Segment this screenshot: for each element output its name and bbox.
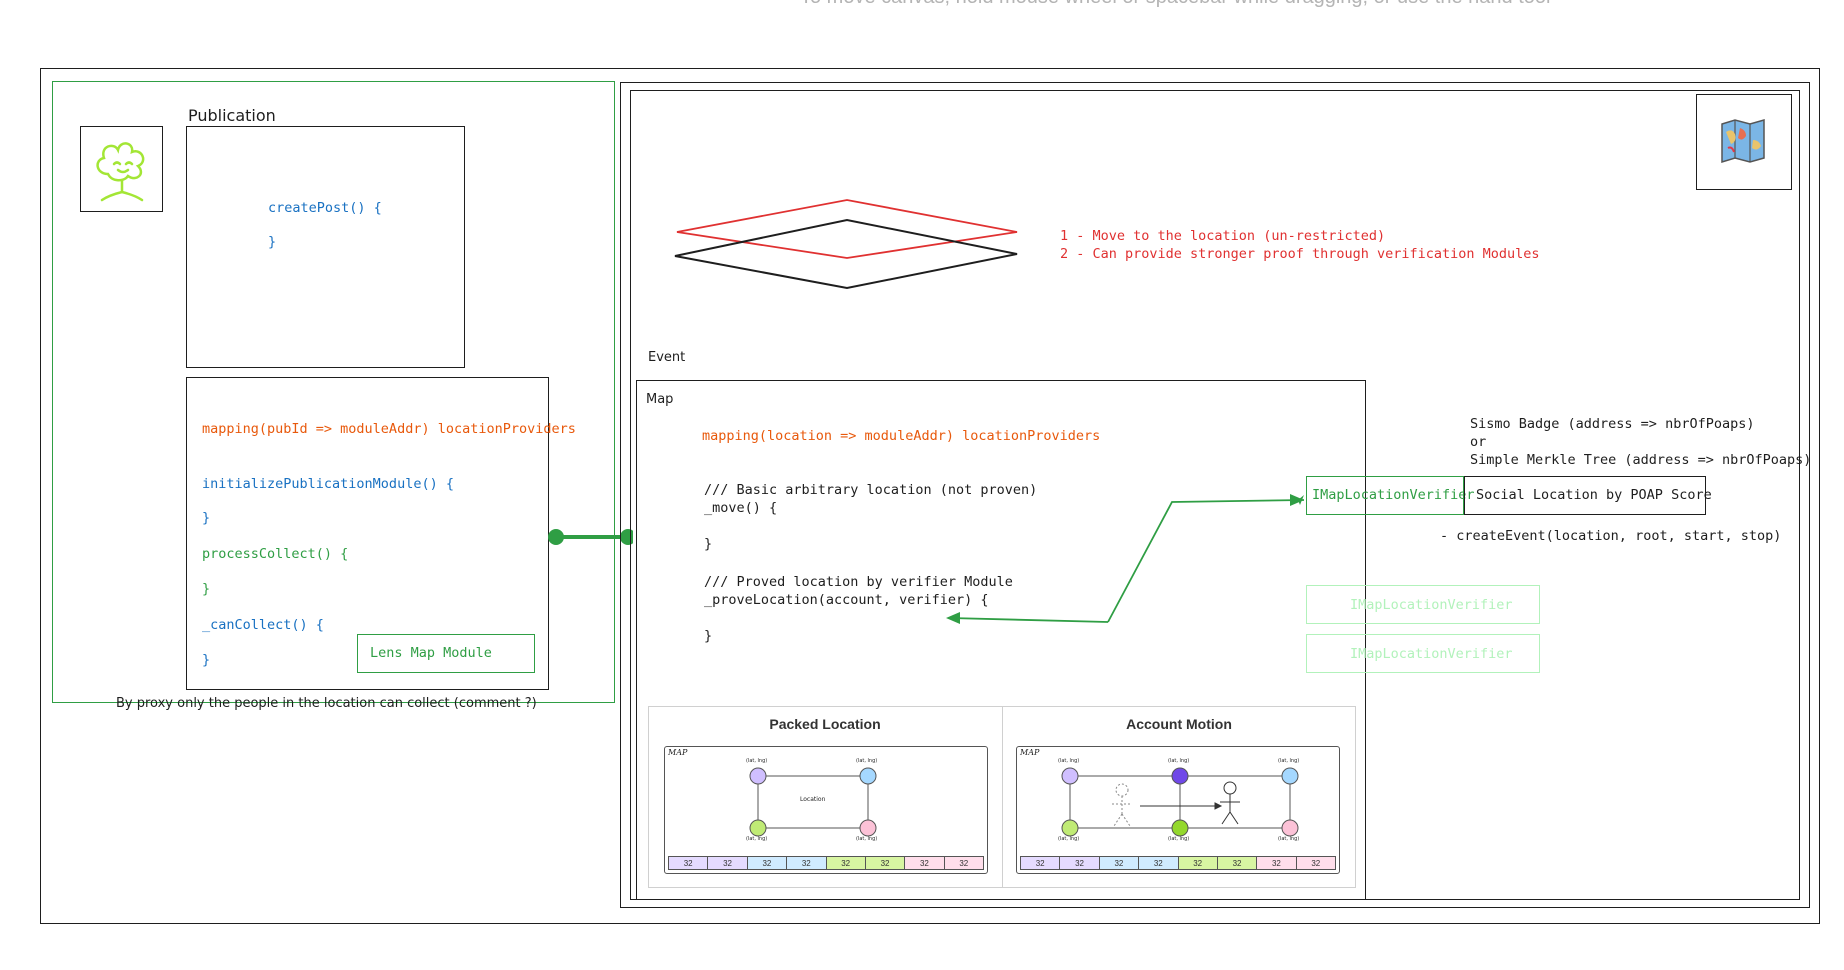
ghost-verifier-2	[1306, 634, 1540, 673]
packed-location-card	[664, 746, 988, 874]
packed-cell: 32	[944, 857, 983, 869]
canvas-hint: To move canvas, hold mouse wheel or spac…	[800, 0, 1660, 9]
motion-cell: 32	[1178, 857, 1218, 869]
lens-logo-icon	[96, 142, 145, 202]
ghost-verifier-2-text: IMapLocationVerifier	[1350, 646, 1513, 662]
outer-frame	[40, 68, 1820, 924]
create-event-text: - createEvent(location, root, start, sto…	[1440, 528, 1782, 544]
location-mapping-code: mapping(location => moduleAddr) location…	[702, 428, 1101, 444]
proved-location-comment: /// Proved location by verifier Module	[704, 574, 1013, 590]
motion-point-label-tm: (lat, lng)	[1168, 758, 1190, 764]
event-outer-frame	[620, 82, 1810, 908]
prove-location-code: _proveLocation(account, verifier) {	[704, 592, 989, 608]
map-box	[636, 380, 1366, 900]
location-plane-diagram	[674, 199, 1018, 290]
verifier-text: IMapLocationVerifier	[1312, 487, 1475, 503]
lens-map-module-text: Lens Map Module	[370, 645, 492, 661]
packed-point-label-br: (lat, lng)	[856, 836, 878, 842]
publication-box	[186, 126, 465, 368]
sismo-badge-text: Sismo Badge (address => nbrOfPoaps)	[1470, 416, 1755, 432]
ghost-verifier-1-text: IMapLocationVerifier	[1350, 597, 1513, 613]
proxy-note: By proxy only the people in the location…	[116, 696, 537, 711]
module-connector	[548, 529, 633, 545]
lens-module-box	[186, 377, 549, 690]
account-motion-sketch	[1061, 767, 1299, 837]
init-close: }	[202, 510, 211, 526]
map-icon-box	[1696, 94, 1792, 190]
packed-center-label: Location	[800, 796, 826, 803]
packed-cell: 32	[747, 857, 788, 869]
lens-map-module-label	[357, 634, 535, 673]
packed-cell: 32	[669, 857, 709, 869]
packed-point-label-tr: (lat, lng)	[856, 758, 878, 764]
motion-point-label-tr: (lat, lng)	[1278, 758, 1300, 764]
basic-location-comment: /// Basic arbitrary location (not proven…	[704, 482, 1038, 498]
merkle-tree-text: Simple Merkle Tree (address => nbrOfPoap…	[1470, 452, 1812, 468]
publication-container	[52, 81, 615, 703]
packed-location-sketch	[749, 767, 877, 837]
move-close: }	[704, 536, 713, 552]
motion-cell: 32	[1099, 857, 1140, 869]
note-line-2: 2 - Can provide stronger proof through v…	[1060, 246, 1540, 262]
packed-cell: 32	[708, 857, 748, 869]
motion-cell: 32	[1139, 857, 1179, 869]
motion-cells-row: 32 32 32 32 32 32 32 32	[1020, 856, 1336, 870]
motion-point-label-tl: (lat, lng)	[1058, 758, 1080, 764]
ghost-verifier-1	[1306, 585, 1540, 624]
packed-cell: 32	[787, 857, 827, 869]
motion-cell: 32	[1021, 857, 1061, 869]
account-motion-title: Account Motion	[1126, 716, 1232, 732]
can-collect-close: }	[202, 652, 211, 668]
event-label: Event	[648, 350, 686, 365]
packed-point-label-tl: (lat, lng)	[746, 758, 768, 764]
packed-location-title: Packed Location	[769, 716, 881, 732]
motion-point-label-bl: (lat, lng)	[1058, 836, 1080, 842]
verifier-arrows	[946, 494, 1305, 624]
social-location-box	[1464, 476, 1706, 515]
motion-point-label-br: (lat, lng)	[1278, 836, 1300, 842]
move-code: _move() {	[704, 500, 778, 516]
prove-location-close: }	[704, 628, 713, 644]
packed-cell: 32	[905, 857, 945, 869]
process-close: }	[202, 581, 211, 597]
pub-mapping-code: mapping(pubId => moduleAddr) locationPro…	[202, 421, 576, 437]
map-icon	[1721, 119, 1765, 164]
motion-cell: 32	[1257, 857, 1297, 869]
thumbnail-divider	[1002, 706, 1003, 888]
note-line-1: 1 - Move to the location (un-restricted)	[1060, 228, 1386, 244]
lens-logo-box	[80, 126, 163, 212]
packed-cell: 32	[826, 857, 866, 869]
create-post-close: }	[268, 234, 277, 250]
social-location-text: Social Location by POAP Score	[1476, 487, 1712, 503]
verifier-box	[1306, 476, 1464, 515]
map-label: Map	[646, 392, 674, 407]
packed-cell: 32	[865, 857, 906, 869]
process-code: processCollect() {	[202, 546, 349, 562]
motion-cell: 32	[1296, 857, 1335, 869]
packed-cells-row: 32 32 32 32 32 32 32 32	[668, 856, 984, 870]
motion-map-label: MAP	[1020, 748, 1040, 757]
packed-point-label-bl: (lat, lng)	[746, 836, 768, 842]
motion-point-label-bm: (lat, lng)	[1168, 836, 1190, 842]
motion-cell: 32	[1060, 857, 1100, 869]
publication-title: Publication	[188, 106, 276, 125]
can-collect-code: _canCollect() {	[202, 617, 324, 633]
packed-map-label: MAP	[668, 748, 688, 757]
or-text: or	[1470, 434, 1487, 450]
init-code: initializePublicationModule() {	[202, 476, 454, 492]
motion-cell: 32	[1217, 857, 1258, 869]
create-post-code: createPost() {	[268, 200, 382, 216]
